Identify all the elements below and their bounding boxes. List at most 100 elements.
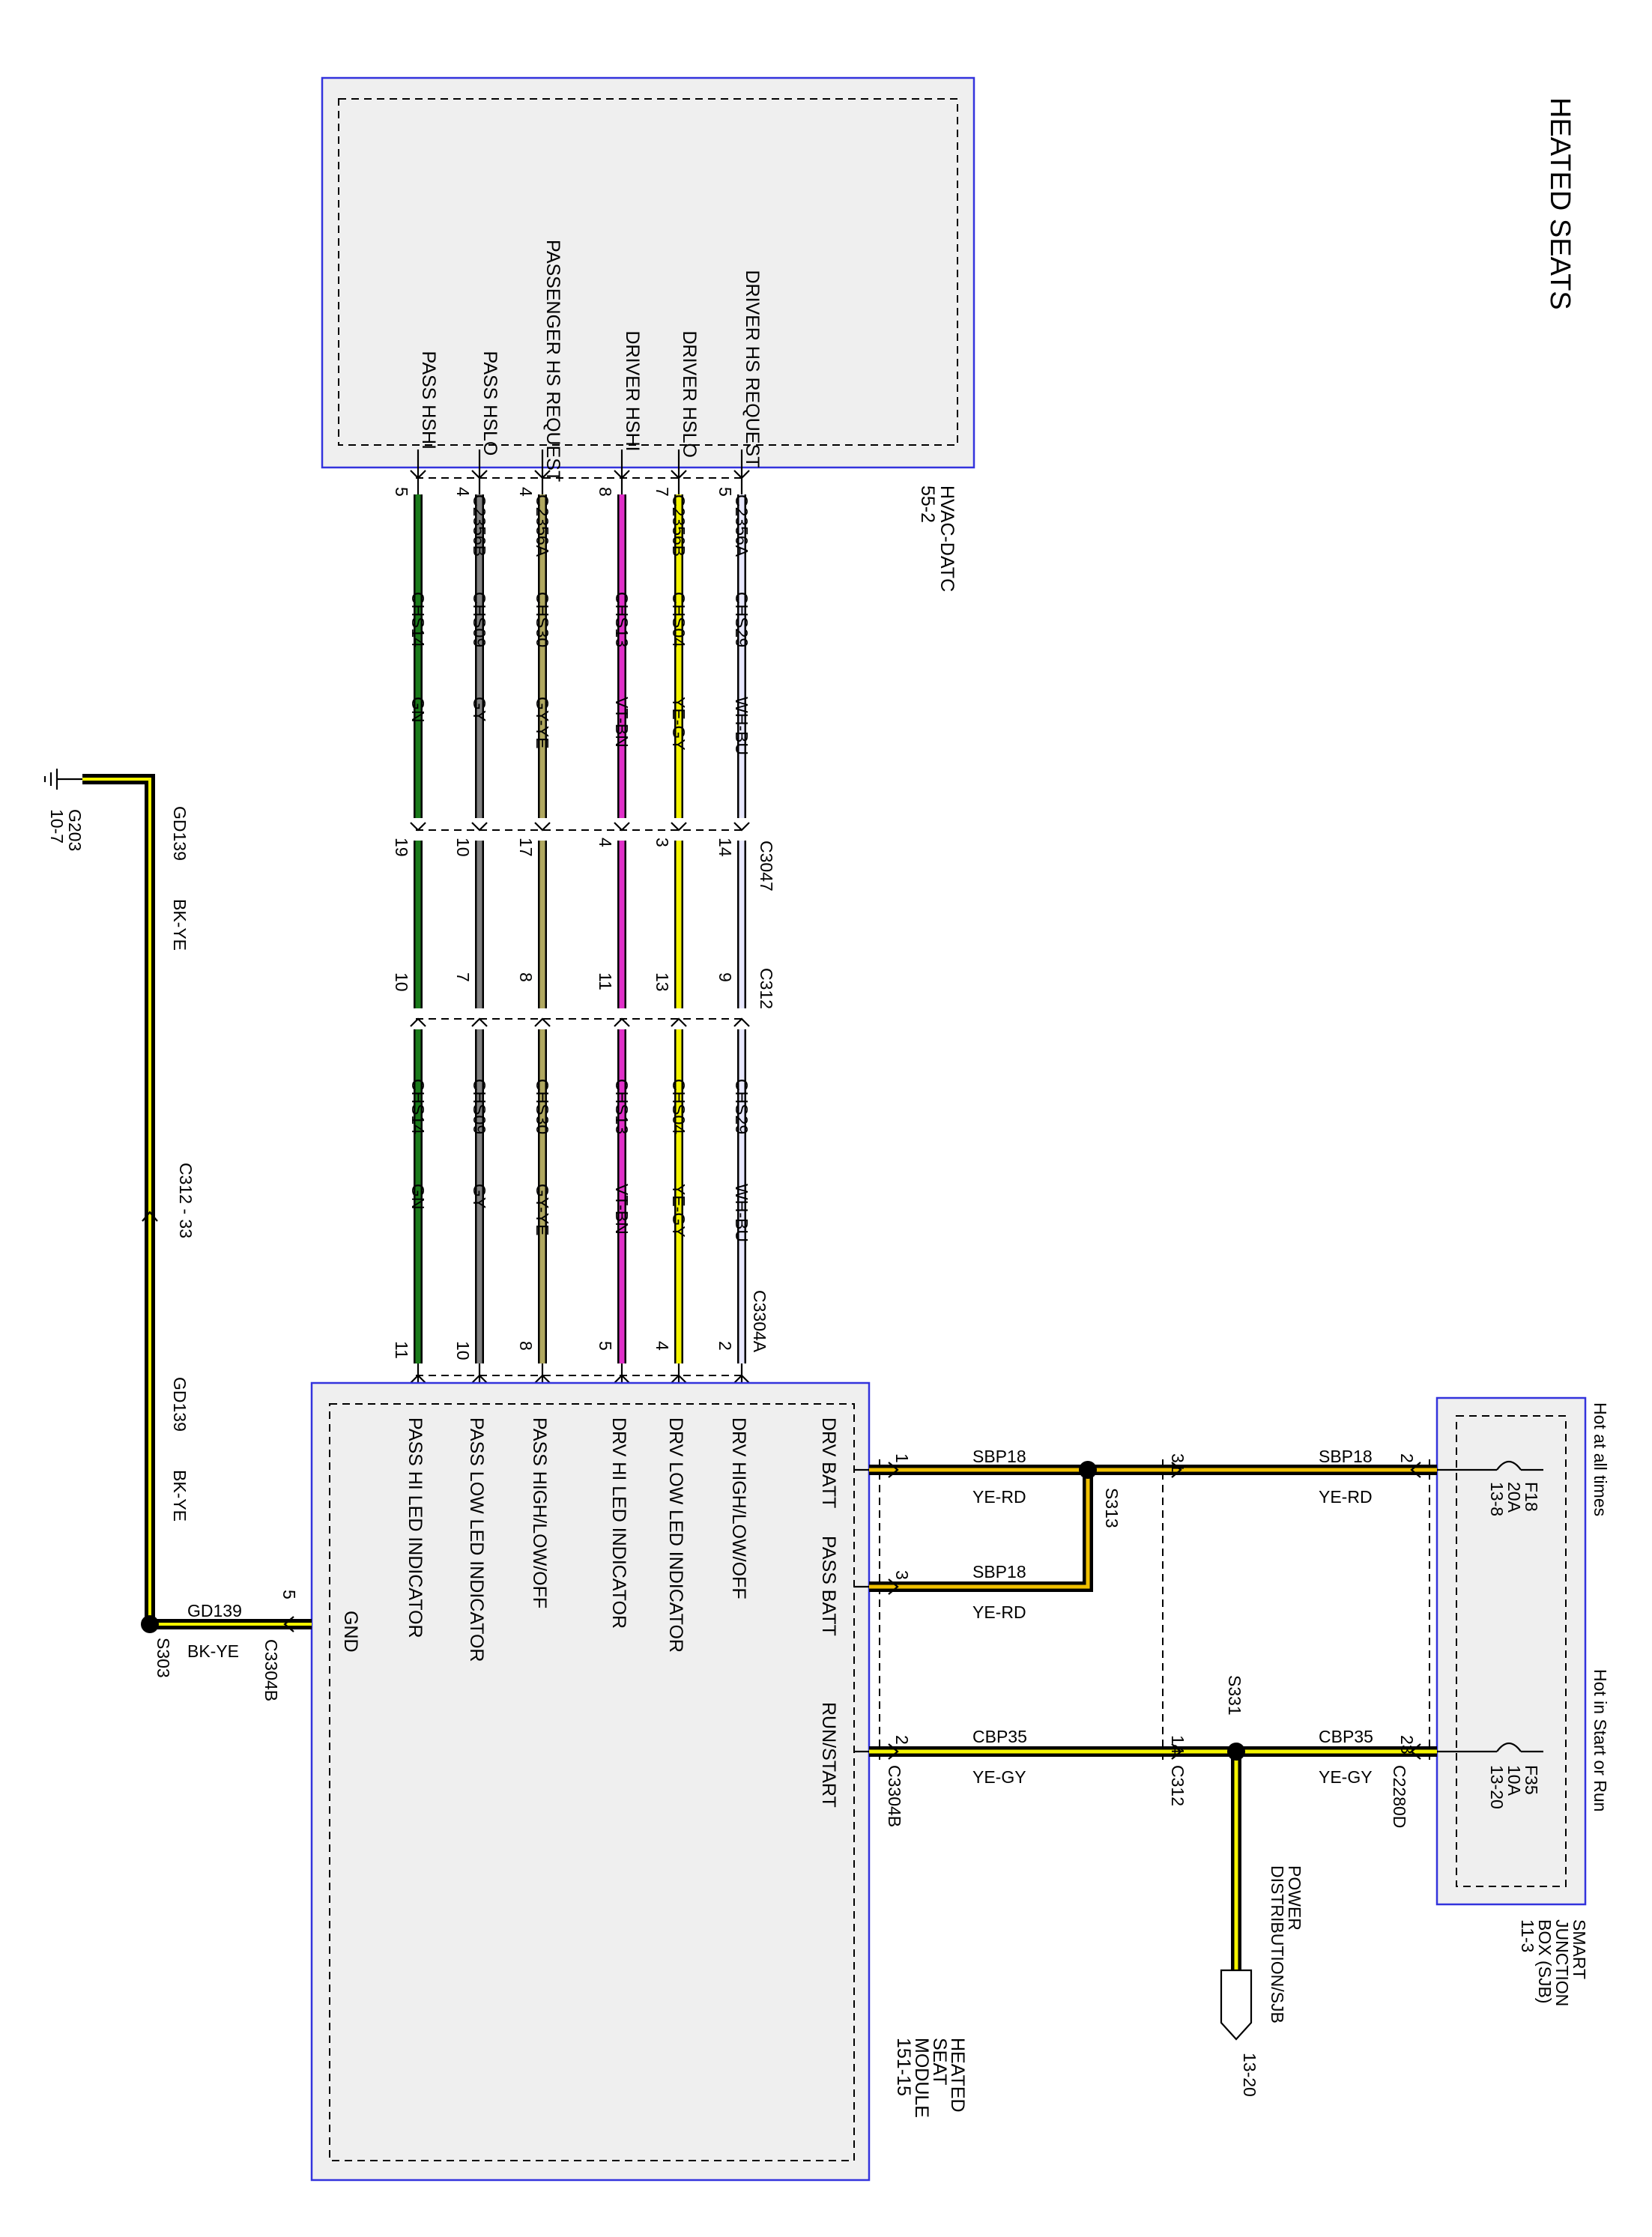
sjb-pin-b: 23 [1397, 1735, 1417, 1755]
hvac-signal-label: PASS HSHI [418, 351, 439, 450]
hot-start-run-label: Hot in Start or Run [1591, 1669, 1610, 1811]
c3047-pin-number: 17 [516, 838, 536, 857]
hsm-box [310, 1381, 871, 2182]
c312-pin-number: 9 [715, 972, 735, 982]
c312-label: C312 [757, 968, 776, 1009]
c3304a-pin-number: 2 [715, 1341, 735, 1351]
sjb-name-line-2: JUNCTION [1552, 1919, 1572, 2006]
hvac-pin-number: 4 [453, 487, 473, 497]
circuit-label: CHS29 [732, 1079, 751, 1134]
s331-label: S331 [1225, 1675, 1244, 1716]
sjb-pin-a: 2 [1397, 1453, 1417, 1463]
c3047-pin-number: 3 [653, 838, 672, 847]
run-start-label: RUN/START [818, 1702, 839, 1808]
sjb-name-line-4: 11-3 [1518, 1919, 1537, 1952]
hvac-module-name: HVAC-DATC [937, 485, 957, 592]
c3047-label: C3047 [757, 841, 776, 892]
cbp35-label-left: CBP35 [972, 1727, 1027, 1746]
hsm-signal-label: PASS LOW LED INDICATOR [466, 1417, 487, 1662]
s313-splice [1079, 1461, 1097, 1479]
c3047-pin-number: 4 [596, 838, 615, 847]
s313-label: S313 [1102, 1488, 1122, 1528]
c2280d-label: C2280D [1390, 1765, 1409, 1828]
s331-splice [1227, 1743, 1245, 1761]
c312-pin-a: 31 [1168, 1453, 1187, 1473]
g203-label: G203 [65, 809, 85, 851]
c312-power-label: C312 [1168, 1765, 1187, 1806]
pass-batt-pin: 3 [892, 1570, 912, 1580]
color-code-label: GY-YE [533, 697, 552, 748]
sbp18-color-right: YE-RD [1319, 1487, 1373, 1507]
gnd-label: GND [340, 1611, 361, 1653]
hvac-signal-label: PASS HSLO [479, 351, 500, 456]
circuit-label: CHS04 [669, 592, 689, 647]
fuse-f18-id: F18 [1522, 1482, 1541, 1512]
c312-pin-number: 10 [392, 972, 411, 992]
hvac-pin-number: 8 [596, 487, 615, 497]
hvac-pin-number: 5 [392, 487, 411, 497]
color-code-label: GN [408, 697, 428, 723]
hvac-pin-number: 7 [653, 487, 672, 497]
cbp35-color-left: YE-GY [972, 1767, 1026, 1787]
hvac-connector-label: C2356A [732, 494, 751, 557]
sbp18-label-right: SBP18 [1319, 1447, 1373, 1466]
c3304a-pin-number: 4 [653, 1341, 672, 1351]
hsm-signal-label: PASS HI LED INDICATOR [405, 1417, 426, 1638]
c312-pin-number: 13 [653, 972, 672, 992]
fuse-f18-amps: 20A [1504, 1482, 1524, 1513]
sbp18-color-pass: YE-RD [972, 1602, 1026, 1622]
sbp18-label-pass: SBP18 [972, 1562, 1026, 1581]
c3304a-pin-number: 5 [596, 1341, 615, 1351]
c3047-pin-number: 14 [715, 838, 735, 857]
circuit-label: CHS13 [612, 1079, 632, 1134]
fuse-f35-amps: 10A [1504, 1765, 1524, 1796]
hvac-pin-number: 5 [715, 487, 735, 497]
sjb-name-line-3: BOX (SJB) [1535, 1919, 1555, 2003]
c312-pin-number: 7 [453, 972, 473, 982]
c312-pin-b: 14 [1168, 1735, 1187, 1755]
color-code-label: GY [470, 1184, 489, 1208]
hvac-module-ref: 55-2 [917, 485, 938, 523]
circuit-label: CHS13 [612, 592, 632, 647]
color-code-label: WH-BU [732, 697, 751, 755]
gnd-connector-label: C3304B [261, 1639, 281, 1701]
hvac-signal-label: DRIVER HSLO [679, 331, 700, 458]
color-code-label: GN [408, 1184, 428, 1210]
ground-color-label-h: BK-YE [187, 1641, 239, 1661]
hvac-module-box [321, 76, 975, 469]
hvac-pin-number: 4 [516, 487, 536, 497]
circuit-label: CHS30 [533, 1079, 552, 1134]
drv-batt-pin: 1 [892, 1453, 912, 1463]
c312-pin-number: 11 [596, 972, 615, 990]
s303-label: S303 [154, 1638, 173, 1678]
hvac-signal-label: DRIVER HSHI [622, 331, 643, 452]
hvac-connector-label: C2356B [669, 494, 689, 557]
power-distribution-arrow [1220, 1969, 1253, 2041]
diagram-title: HEATED SEATS [1544, 97, 1576, 310]
sjb-name-line-1: SMART [1570, 1919, 1589, 1979]
c3304a-pin-number: 10 [453, 1341, 473, 1360]
ground-circuit [43, 769, 312, 1633]
pd-ref: 13-20 [1240, 2053, 1259, 2097]
color-code-label: GY-YE [533, 1184, 552, 1235]
run-start-connector: C3304B [885, 1765, 904, 1827]
sjb-box [1435, 1396, 1587, 1906]
c312-pin-number: 8 [516, 972, 536, 982]
sbp18-label-drv: SBP18 [972, 1447, 1026, 1466]
ground-circuit-label-lower: GD139 [170, 1377, 190, 1432]
cbp35-color-right: YE-GY [1319, 1767, 1373, 1787]
fuse-f35-ref: 13-20 [1487, 1765, 1507, 1809]
hvac-signal-label: DRIVER HS REQUEST [742, 270, 763, 468]
hvac-signal-labels: DRIVER HS REQUEST DRIVER HSLO DRIVER HSHI P… [418, 240, 763, 482]
hvac-module-inner [338, 98, 958, 446]
sbp18-wire [869, 1461, 1437, 1595]
g203-ref: 10-7 [47, 809, 67, 844]
color-code-label: YE-GY [669, 1184, 689, 1238]
